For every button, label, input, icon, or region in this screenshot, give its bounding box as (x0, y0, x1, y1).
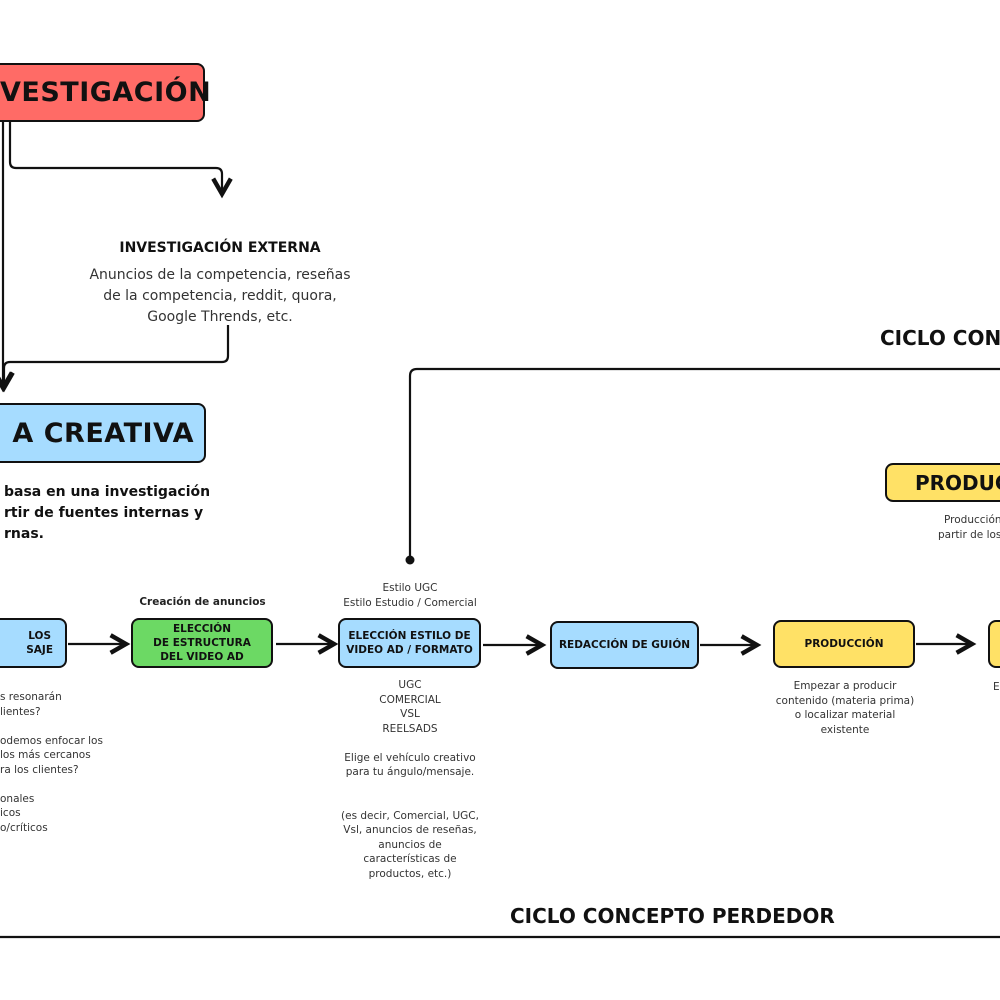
note-line: Elige el vehículo creativo (344, 751, 476, 764)
note-line: UGC (398, 679, 422, 691)
note-line (310, 736, 510, 751)
externa-line: Anuncios de la competencia, reseñas (89, 267, 351, 283)
step-box-estilo[interactable]: ELECCIÓN ESTILO DE VIDEO AD / FORMATO (338, 618, 481, 668)
note-line: los más cercanos (0, 749, 91, 761)
creativa-label: A CREATIVA (12, 417, 194, 449)
note-line: s resonarán (0, 691, 62, 703)
note-line: Vsl, anuncios de reseñas, (343, 824, 477, 836)
note-line: productos, etc.) (368, 867, 452, 880)
note-line: ra los clientes? (0, 763, 79, 776)
note-line (0, 777, 103, 792)
externa-title: INVESTIGACIÓN EXTERNA (119, 240, 321, 256)
note-line: para tu ángulo/mensaje. (345, 766, 475, 778)
desc-line: Producción (944, 514, 1000, 526)
box-line: PRODUCCIÓN (804, 638, 884, 650)
investigacion-externa: INVESTIGACIÓN EXTERNA Anuncios de la com… (60, 240, 380, 328)
step-notes: UGC COMERCIAL VSL REELSADS Elige el vehículo… (310, 678, 510, 881)
note-line: anuncios de (378, 838, 442, 851)
note-line: VSL (400, 708, 420, 720)
note-line: (es decir, Comercial, UGC, (341, 809, 479, 822)
ciclo-bottom-label: CICLO CONCEPTO PERDEDOR (510, 904, 835, 928)
desc-line: rnas. (4, 526, 44, 542)
note-line: REELSADS (382, 722, 438, 735)
box-line: SAJE (26, 644, 53, 656)
produc-desc: Producción partir de los c (938, 513, 1000, 542)
produc-label: PRODUC (915, 470, 1000, 495)
box-line: DE ESTRUCTURA (153, 637, 251, 649)
note-line: existente (820, 723, 870, 736)
note-line: COMERCIAL (379, 693, 441, 706)
step-box-produccion[interactable]: PRODUCCIÓN (773, 620, 915, 668)
note-line: odemos enfocar los (0, 734, 103, 747)
desc-line: basa en una investigación (4, 484, 211, 500)
externa-line: Google Thrends, etc. (147, 309, 293, 325)
note-line: o/críticos (0, 821, 48, 834)
step-notes: E (993, 680, 1000, 695)
step-box-guion[interactable]: REDACCIÓN DE GUIÓN (550, 621, 699, 669)
box-line: VIDEO AD / FORMATO (346, 644, 473, 656)
step-above: Estilo UGC Estilo Estudio / Comercial (310, 581, 510, 610)
note-line: Empezar a producir (793, 680, 897, 692)
note-line (310, 794, 510, 809)
box-line: ELECCIÓN ESTILO DE (348, 630, 471, 642)
desc-line: rtir de fuentes internas y (4, 505, 204, 521)
step-box-estructura[interactable]: ELECCIÓN DE ESTRUCTURA DEL VIDEO AD (131, 618, 273, 668)
note-line: características de (363, 853, 457, 865)
investigacion-label: VESTIGACIÓN (0, 77, 212, 108)
creativa-desc: basa en una investigación rtir de fuente… (4, 482, 210, 545)
step-box-angulos[interactable]: LOS SAJE (0, 618, 67, 668)
investigacion-box[interactable]: VESTIGACIÓN (0, 63, 211, 122)
note-line: contenido (materia prima) (775, 694, 915, 707)
note-line (0, 719, 103, 734)
box-line: DEL VIDEO AD (160, 651, 244, 663)
note-line: E (993, 681, 1000, 693)
above-line: Estilo Estudio / Comercial (343, 596, 477, 609)
above-line: Creación de anuncios (139, 596, 266, 608)
externa-line: de la competencia, reddit, quora, (103, 288, 337, 304)
step-notes: Empezar a producir contenido (materia pri… (755, 679, 935, 737)
note-line (310, 780, 510, 795)
above-line: Estilo UGC (382, 582, 438, 594)
desc-line: partir de los c (938, 528, 1000, 541)
note-line: icos (0, 807, 21, 819)
box-line: LOS (28, 630, 52, 642)
step-box-next[interactable] (988, 620, 1000, 668)
note-line: o localizar material (794, 709, 896, 721)
note-line: lientes? (0, 705, 41, 718)
produc-box[interactable]: PRODUC (885, 463, 1000, 502)
step-above: Creación de anuncios (120, 595, 285, 610)
ciclo-top-label: CICLO CON (880, 326, 1000, 350)
note-line: onales (0, 792, 35, 805)
step-notes: s resonarán lientes? odemos enfocar los los… (0, 690, 103, 835)
creativa-box[interactable]: A CREATIVA (0, 403, 206, 463)
box-line: REDACCIÓN DE GUIÓN (558, 639, 691, 651)
box-line: ELECCIÓN (172, 623, 232, 635)
